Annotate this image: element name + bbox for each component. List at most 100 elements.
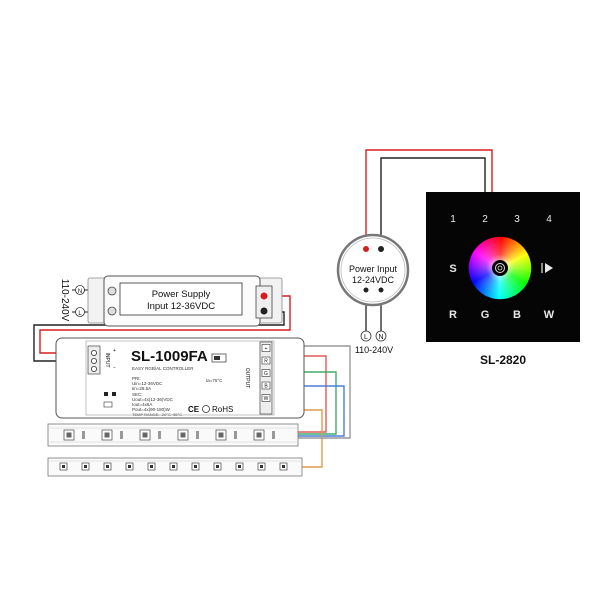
white-led-core [106,465,109,468]
controller-sec-current: Iout=4x6A [132,402,152,407]
power-icon-ring [495,263,505,273]
rgb-led-core [180,432,186,438]
rgb-led-core [218,432,224,438]
white-led-core [260,465,263,468]
left-mains: 110-240V N L [59,279,85,322]
led-strip-rgb-body [47,423,299,447]
white-led-core [238,465,241,468]
panel-channel-r[interactable]: R [449,309,457,321]
mains-live-terminal-right [360,330,372,342]
mains-voltage-label-right: 110-240V [355,345,393,355]
psu-left-input-spec: Input 12-36VDC [147,301,215,312]
psu-positive-wire [39,295,291,354]
psu-right-input-live [363,287,369,293]
psu-left-output-terminal-block [255,285,273,319]
controller-device-icon-fill [214,356,220,360]
rgb-led-resistor [234,431,237,439]
controller-subtitle: EASY RGB/AL CONTROLLER [132,366,194,371]
psu-right-input-neutral [378,287,384,293]
controller-output-block [259,341,273,415]
wall-panel-sl-2820: 1 2 3 4 S R G B W SL-2820 [426,192,580,367]
controller-temp-range: TEMP RANGE: -20°C~55°C [132,412,182,417]
panel-zone-4[interactable]: 4 [546,214,552,225]
controller-input-terminal-1 [91,349,98,356]
controller-input-terminal-2 [91,357,98,364]
psu-left-output-negative [260,307,268,315]
panel-speed-button[interactable]: S [449,263,456,275]
controller-output-terminal-label-5: W [264,396,269,402]
panel-zone-2[interactable]: 2 [482,214,488,225]
power-icon[interactable] [495,263,505,273]
controller-output-terminal-5 [261,394,271,402]
right-power-supply: Power Input 12-24VDC L N 110-240V [336,233,410,355]
mains-live-terminal-left [75,307,85,317]
controller-input-label: INPUT [104,353,110,368]
mains-live-symbol-right: L [364,334,368,341]
controller-output-terminal-label-3: G [264,371,268,377]
psu-left-output-positive [260,292,268,300]
psu-right-input-spec: 12-24VDC [352,275,395,285]
controller-output-terminal-4 [261,381,271,390]
output-blue-wire [274,385,345,437]
led-strip-rgb [47,423,299,447]
white-led-core [172,465,175,468]
led-strip-rgb-leds [63,429,275,441]
rgb-led-resistor [272,431,275,439]
controller-set-key [112,392,116,396]
power-icon-core [497,265,503,271]
psu-right-output-negative [378,246,384,252]
rgb-led-core [142,432,148,438]
led-strip-white-leds [59,462,288,471]
controller-antenna-icon [103,401,113,408]
left-power-supply: Power Supply Input 12-36VDC [87,275,283,327]
controller-ta-rating: ta=75°C [206,378,223,383]
controller-output-terminal-1 [261,344,271,352]
rgb-led-resistor [158,431,161,439]
play-icon[interactable] [541,263,553,273]
led-strip-white [47,457,303,477]
psu-right-body [336,233,410,307]
rgb-led-core [104,432,110,438]
controller-input-plus-sign: + [113,348,116,354]
color-wheel-center [492,260,508,276]
mains-neutral-terminal-right [375,330,387,342]
white-led-core [216,465,219,468]
controller-sl-1009fa: INPUT + − SL-1009FA EASY RGB/AL CONTROLL… [55,337,305,419]
controller-inner [85,340,275,416]
controller-output-terminal-label-1: + [265,346,268,352]
panel-positive-wire [365,149,493,246]
white-led-core [282,465,285,468]
controller-sec-voltage: Uout=4x(12-36)VDC [132,397,174,402]
mains-neutral-symbol-left: N [78,289,82,295]
controller-pri-voltage: Uin=12-36VDC [132,381,163,386]
rohs-mark: RoHS [212,405,233,414]
rgb-led-core [256,432,262,438]
rgb-led-resistor [82,431,85,439]
certification-icon [202,405,210,413]
panel-channel-g[interactable]: G [481,309,490,321]
controller-output-terminal-label-2: R [264,359,268,365]
panel-channel-w[interactable]: W [544,309,555,321]
white-led-core [150,465,153,468]
psu-right-inner-ring [340,237,406,303]
ce-mark: CE [188,405,200,414]
panel-zone-3[interactable]: 3 [514,214,520,225]
rgb-led-core [66,432,72,438]
panel-negative-wire [380,157,486,246]
controller-input-minus-sign: − [113,365,116,371]
panel-channel-b[interactable]: B [513,309,521,321]
panel-model: SL-2820 [480,353,526,367]
controller-sec-power: Pout=4x(90-180)W [132,407,171,412]
psu-right-output-positive [363,246,369,252]
output-positive-wire [274,345,351,439]
white-led-core [128,465,131,468]
psu-left-input-screw-top [107,286,117,296]
controller-output-terminal-2 [261,356,271,365]
controller-output-label: OUTPUT [244,368,250,389]
mains-live-symbol-left: L [78,311,82,317]
panel-zone-1[interactable]: 1 [450,214,456,225]
controller-input-terminal-3 [91,365,98,372]
